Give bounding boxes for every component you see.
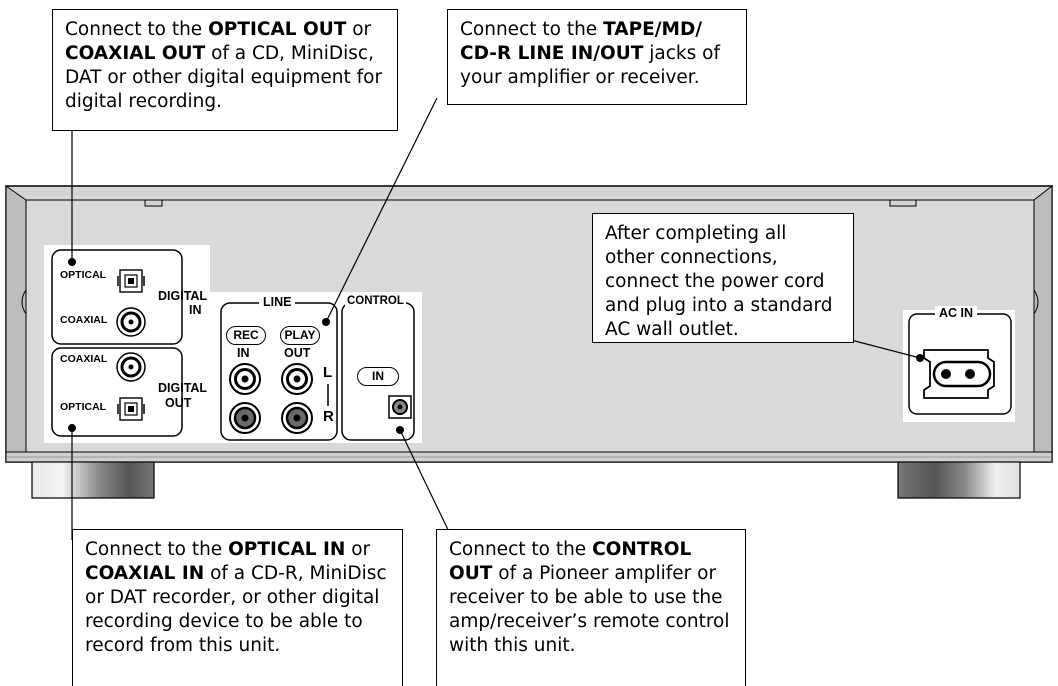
coaxial-out-label: COAXIAL [60,353,108,365]
callout-line-text-1: Connect to the [460,19,604,40]
callout-digital-in-bold-2: COAXIAL IN [85,563,205,584]
callout-ac-text: After completing all other connections, … [605,223,833,340]
optical-in-label: OPTICAL [60,269,107,281]
digital-out-label-line1: DIGITAL [158,381,208,395]
line-out-label: OUT [284,346,311,360]
digital-in-label-line2: IN [189,303,202,317]
callout-line-bold-1: TAPE/MD/ CD-R LINE IN/OUT [460,19,703,64]
callout-digital-out-text-2: or [346,19,372,40]
rec-badge: REC [226,326,266,345]
ac-in-title: AC IN [935,306,978,320]
left-channel-label: L [323,364,333,381]
callout-ac: After completing all other connections, … [592,213,854,343]
callout-digital-out-bold-2: COAXIAL OUT [65,43,206,64]
control-in-badge: IN [357,367,399,386]
line-play-out-l-jack [281,363,313,395]
coaxial-out-jack [116,352,146,382]
control-section-title: CONTROL [345,295,406,307]
foot-left [31,461,155,499]
line-play-out-r-jack [281,402,313,434]
line-rec-in-r-jack [229,402,261,434]
callout-digital-in: Connect to the OPTICAL IN or COAXIAL IN … [72,529,403,686]
line-in-label: IN [237,346,250,360]
callout-digital-out-bold-1: OPTICAL OUT [208,19,347,40]
callout-digital-in-text-1: Connect to the [85,539,229,560]
callout-digital-out: Connect to the OPTICAL OUT or COAXIAL OU… [52,9,398,131]
line-rec-in-l-jack [229,363,261,395]
optical-out-label: OPTICAL [60,401,107,413]
callout-control: Connect to the CONTROL OUT of a Pioneer … [436,529,746,686]
callout-line: Connect to the TAPE/MD/ CD-R LINE IN/OUT… [447,9,747,105]
play-badge: PLAY [280,326,320,345]
coaxial-in-jack [116,307,146,337]
optical-in-jack [117,269,145,293]
ac-inlet [923,349,995,399]
line-section-title: LINE [259,295,296,309]
right-channel-label: R [323,408,334,425]
control-in-jack [388,395,412,419]
digital-out-label-line2: OUT [165,396,192,410]
callout-digital-in-bold-1: OPTICAL IN [228,539,346,560]
callout-digital-in-text-2: or [345,539,371,560]
callout-control-bold-1: CONTROL OUT [449,539,692,584]
digital-in-label-line1: DIGITAL [158,289,208,303]
optical-out-jack [117,397,145,421]
foot-right [897,461,1021,499]
callout-digital-in-text-3: of a CD-R, MiniDisc or DAT recorder, or … [85,563,387,656]
callout-line-text-2: jacks of your amplifier or receiver. [460,43,720,88]
leader-lines [71,97,921,540]
callout-control-text-1: Connect to the [449,539,593,560]
callout-digital-out-text-1: Connect to the [65,19,209,40]
coaxial-in-label: COAXIAL [60,314,108,326]
callout-digital-out-text-3: of a CD, MiniDisc, DAT or other digital … [65,43,383,112]
leader-dots [68,258,924,434]
callout-control-text-2: of a Pioneer amplifer or receiver to be … [449,563,730,656]
